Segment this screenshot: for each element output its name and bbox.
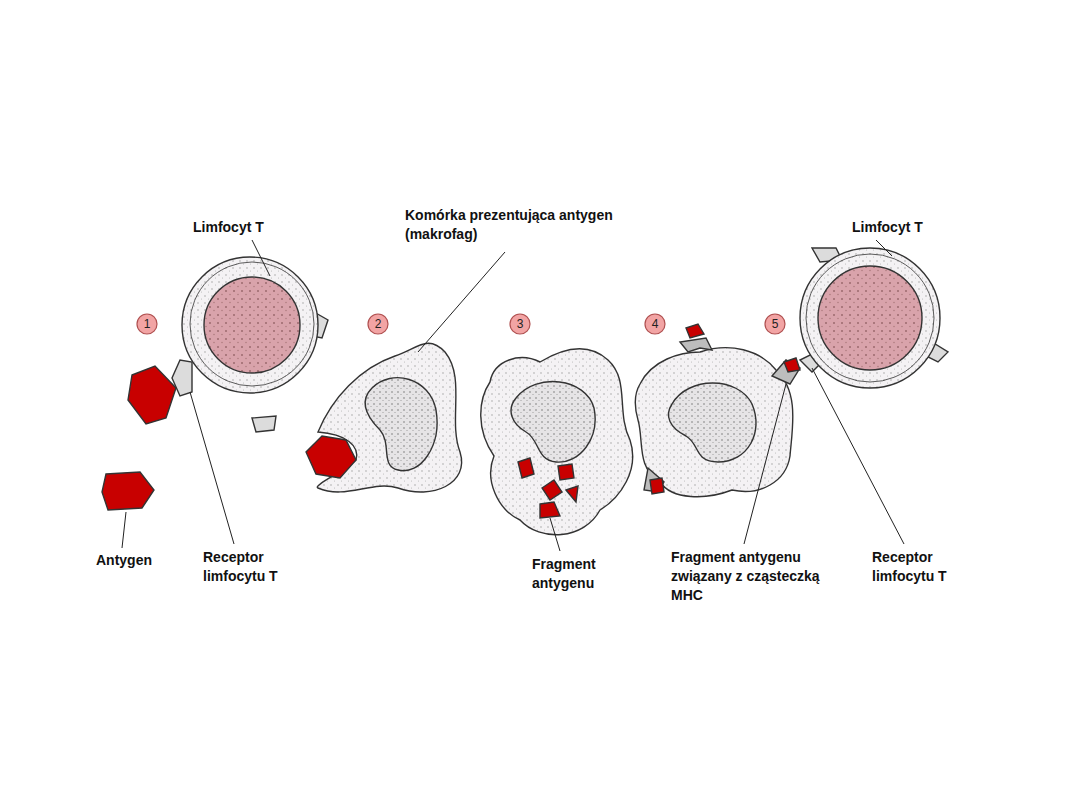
t-lymphocyte <box>172 257 328 432</box>
callout-number: 1 <box>137 314 157 334</box>
callout-circle <box>137 314 785 334</box>
callout-number: 2 <box>368 314 388 334</box>
cell-name: Limfocyt T <box>852 218 923 237</box>
part-name: Receptor limfocytu T <box>872 548 967 586</box>
t-lymphocyte <box>800 248 948 388</box>
cell-name: Komórka prezentująca antygen (makrofag) <box>405 206 655 244</box>
callout-number: 3 <box>510 314 530 334</box>
macrophage <box>306 343 462 492</box>
part-name: Fragment antygenu <box>532 555 612 593</box>
callout-number: 5 <box>765 314 785 334</box>
cell-name: Limfocyt T <box>193 218 264 237</box>
part-name: Antygen <box>96 551 152 570</box>
part-name: Receptor limfocytu T <box>203 548 298 586</box>
callout-number: 4 <box>645 314 665 334</box>
macrophage <box>635 324 800 497</box>
part-name: Fragment antygenu związany z cząsteczką … <box>671 548 821 605</box>
antigen <box>102 472 154 510</box>
antigen <box>128 366 176 424</box>
leader-line <box>122 240 904 551</box>
macrophage <box>481 349 633 535</box>
mhc-molecule <box>680 338 712 352</box>
